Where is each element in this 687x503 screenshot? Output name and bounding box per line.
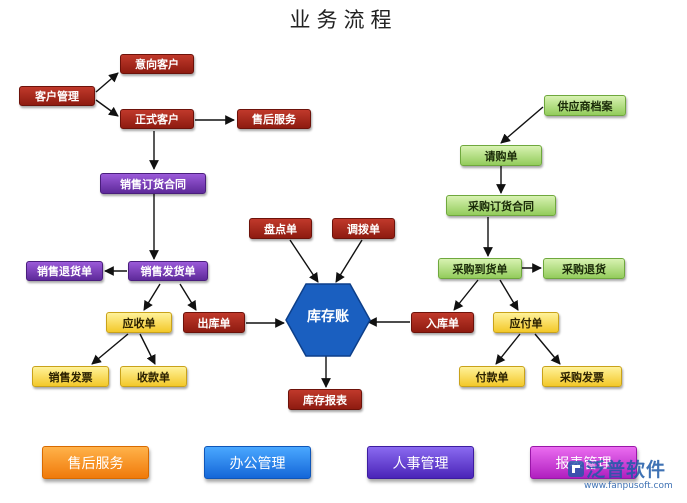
brand-watermark: 泛普软件 www.fanpusoft.com	[566, 455, 681, 499]
node-payment[interactable]: 付款单	[459, 366, 525, 387]
node-outbound[interactable]: 出库单	[183, 312, 245, 333]
brand-url: www.fanpusoft.com	[584, 481, 673, 491]
node-payable[interactable]: 应付单	[493, 312, 559, 333]
node-customer-management[interactable]: 客户管理	[19, 86, 95, 106]
after-sales-button[interactable]: 售后服务	[42, 446, 149, 479]
brand-logo-icon	[568, 461, 584, 477]
node-inbound[interactable]: 入库单	[411, 312, 474, 333]
office-management-button[interactable]: 办公管理	[204, 446, 311, 479]
node-sales-delivery[interactable]: 销售发货单	[128, 261, 208, 281]
node-sales-return[interactable]: 销售退货单	[26, 261, 103, 281]
node-purchase-arrival[interactable]: 采购到货单	[438, 258, 522, 279]
node-purchase-return[interactable]: 采购退货	[543, 258, 625, 279]
brand-name: 泛普软件	[586, 459, 667, 481]
node-supplier-archive[interactable]: 供应商档案	[544, 95, 626, 116]
node-prospect-customer[interactable]: 意向客户	[120, 54, 194, 74]
node-purchase-invoice[interactable]: 采购发票	[542, 366, 622, 387]
node-purchase-request[interactable]: 请购单	[460, 145, 542, 166]
node-sales-order-contract[interactable]: 销售订货合同	[100, 173, 206, 194]
node-receivable[interactable]: 应收单	[106, 312, 172, 333]
node-transfer[interactable]: 调拨单	[332, 218, 395, 239]
node-inventory-report[interactable]: 库存报表	[288, 389, 362, 410]
hr-management-button[interactable]: 人事管理	[367, 446, 474, 479]
node-formal-customer[interactable]: 正式客户	[120, 109, 194, 129]
hexagon-shape	[285, 283, 371, 357]
node-sales-invoice[interactable]: 销售发票	[32, 366, 109, 387]
node-purchase-order-contract[interactable]: 采购订货合同	[446, 195, 556, 216]
page-title: 业务流程	[289, 8, 398, 32]
node-inventory-ledger[interactable]: 库存账	[307, 309, 349, 325]
node-collection[interactable]: 收款单	[120, 366, 187, 387]
node-after-sales[interactable]: 售后服务	[237, 109, 311, 129]
node-stocktake[interactable]: 盘点单	[249, 218, 312, 239]
